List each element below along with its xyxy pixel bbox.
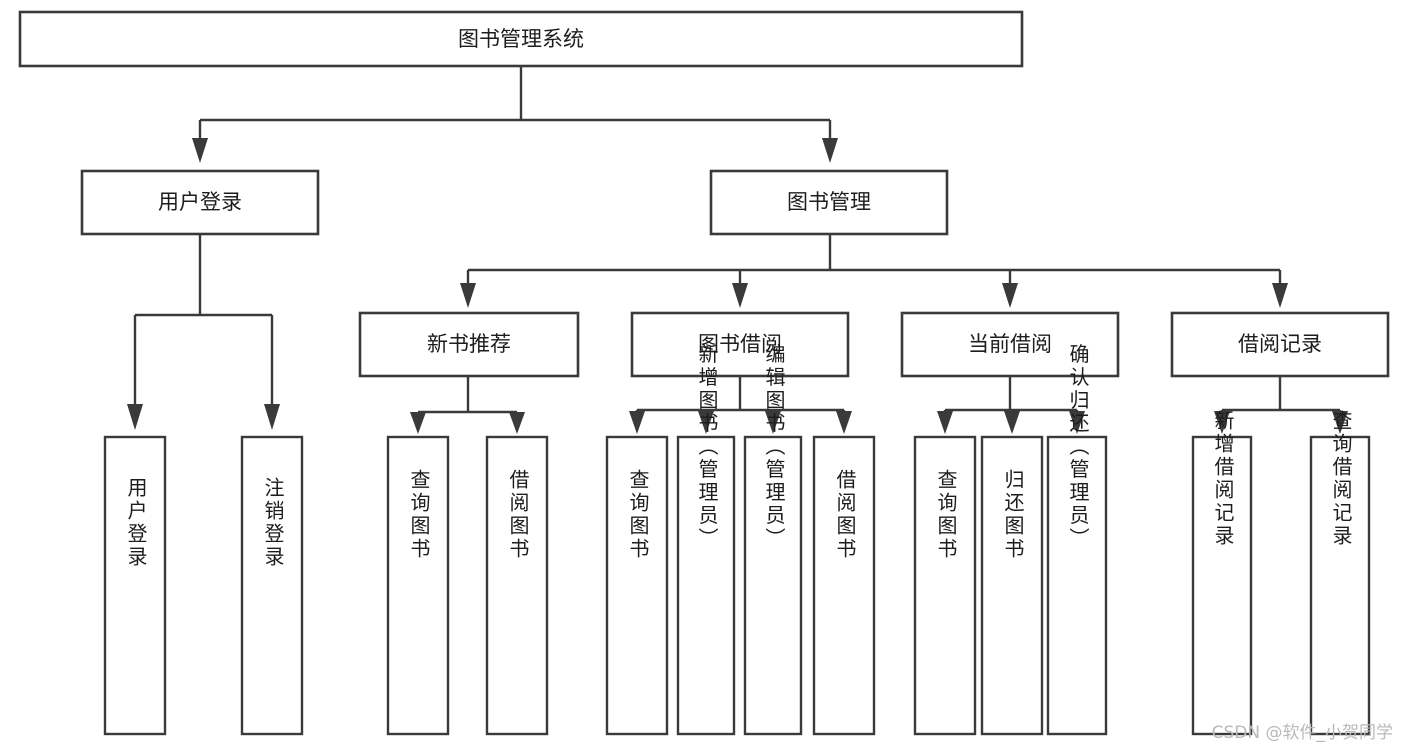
node-leaf-cur-confirm-return-label: 确认归还（管理员） [1066, 343, 1090, 550]
node-leaf-rec-add-box[interactable] [1191, 435, 1253, 736]
arrow-head-borrowrecord [1272, 283, 1288, 308]
arrow-head-leaf-cur-confirm [1069, 411, 1085, 434]
arrow-head-leaf-new-borrow [509, 412, 525, 434]
node-leaf-new-query-book-label: 查询图书 [407, 469, 431, 561]
node-leaf-rec-add-label: 新增借阅记录 [1211, 410, 1235, 548]
node-leaf-new-query-book-box[interactable] [386, 435, 450, 736]
node-leaf-br-edit-book-label: 编辑图书（管理员） [762, 343, 786, 550]
node-root[interactable]: 图书管理系统 [18, 10, 1024, 68]
node-borrow-record-label: 借阅记录 [1238, 332, 1322, 356]
node-book-borrow-label: 图书借阅 [698, 332, 782, 356]
arrow-head-leaf-new-query [410, 412, 426, 434]
arrow-head-bookborrow [732, 283, 748, 308]
node-book-mgmt-box[interactable] [709, 169, 949, 236]
node-leaf-new-borrow-book[interactable]: 借阅图书 [485, 435, 549, 736]
node-leaf-new-borrow-book-box[interactable] [485, 435, 549, 736]
node-new-book-recommend[interactable]: 新书推荐 [358, 311, 580, 378]
node-root-label: 图书管理系统 [458, 27, 584, 51]
node-leaf-rec-query[interactable]: 查询借阅记录 [1309, 410, 1371, 736]
arrow-head-currentborrow [1002, 283, 1018, 308]
node-new-book-recommend-box[interactable] [358, 311, 580, 378]
node-book-borrow-box[interactable] [630, 311, 850, 378]
node-leaf-cur-query-book[interactable]: 查询图书 [913, 435, 977, 736]
arrow-head-leaf-cur-return [1004, 411, 1020, 434]
node-user-login[interactable]: 用户登录 [80, 169, 320, 236]
node-leaf-cur-confirm-return-box[interactable] [1046, 435, 1108, 736]
node-current-borrow[interactable]: 当前借阅 [900, 311, 1120, 378]
arrow-head-leaf-rec-query [1332, 411, 1348, 434]
node-leaf-cur-confirm-return[interactable]: 确认归还（管理员） [1046, 343, 1108, 736]
node-leaf-br-add-book-label: 新增图书（管理员） [695, 343, 719, 550]
node-leaf-br-add-book[interactable]: 新增图书（管理员） [676, 343, 736, 736]
node-leaf-rec-query-box[interactable] [1309, 435, 1371, 736]
node-borrow-record[interactable]: 借阅记录 [1170, 311, 1390, 378]
arrow-head-leaf-br-query [629, 411, 645, 434]
arrow-head-leaf-user-login [127, 404, 143, 430]
node-leaf-br-query-book-label: 查询图书 [626, 469, 650, 561]
node-leaf-user-logout-label: 注销登录 [261, 477, 285, 569]
arrow-head-leaf-br-edit [765, 411, 781, 434]
node-leaf-new-query-book[interactable]: 查询图书 [386, 435, 450, 736]
node-leaf-rec-query-label: 查询借阅记录 [1329, 410, 1353, 548]
node-leaf-user-login[interactable]: 用户登录 [103, 435, 167, 736]
node-leaf-cur-return-book-box[interactable] [980, 435, 1044, 736]
arrow-head-leaf-br-add [698, 411, 714, 434]
connector-layer [127, 66, 1348, 434]
arrow-head-user-login [192, 138, 208, 163]
node-book-mgmt[interactable]: 图书管理 [709, 169, 949, 236]
node-leaf-user-login-label: 用户登录 [124, 477, 148, 569]
node-leaf-br-query-book[interactable]: 查询图书 [605, 435, 669, 736]
arrow-head-leaf-user-logout [264, 404, 280, 430]
node-book-mgmt-label: 图书管理 [787, 190, 871, 214]
node-leaf-user-logout[interactable]: 注销登录 [240, 435, 304, 736]
node-leaf-br-edit-book-box[interactable] [743, 435, 803, 736]
node-leaf-br-add-book-box[interactable] [676, 435, 736, 736]
node-leaf-cur-return-book-label: 归还图书 [1001, 469, 1025, 561]
node-root-box[interactable] [18, 10, 1024, 68]
node-leaf-new-borrow-book-label: 借阅图书 [506, 469, 530, 561]
node-user-login-label: 用户登录 [158, 190, 242, 214]
node-leaf-br-lend-book-label: 借阅图书 [833, 469, 857, 561]
node-leaf-br-lend-book-box[interactable] [812, 435, 876, 736]
arrow-head-newbook [460, 283, 476, 308]
node-leaf-cur-query-book-label: 查询图书 [934, 469, 958, 561]
node-leaf-user-logout-box[interactable] [240, 435, 304, 736]
node-book-borrow[interactable]: 图书借阅 [630, 311, 850, 378]
arrow-head-leaf-cur-query [937, 411, 953, 434]
node-current-borrow-box[interactable] [900, 311, 1120, 378]
node-leaf-cur-query-book-box[interactable] [913, 435, 977, 736]
node-user-login-box[interactable] [80, 169, 320, 236]
arrow-head-book-mgmt [822, 138, 838, 163]
node-leaf-br-query-book-box[interactable] [605, 435, 669, 736]
node-leaf-user-login-box[interactable] [103, 435, 167, 736]
arrow-head-leaf-rec-add [1214, 411, 1230, 434]
node-leaf-cur-return-book[interactable]: 归还图书 [980, 435, 1044, 736]
node-new-book-recommend-label: 新书推荐 [427, 332, 511, 356]
node-leaf-br-lend-book[interactable]: 借阅图书 [812, 435, 876, 736]
node-layer: 图书管理系统 用户登录 图书管理 新书推荐 图书借阅 当前 [18, 10, 1390, 736]
csdn-watermark: CSDN @软件_小贺同学 [1211, 723, 1393, 743]
arrow-head-leaf-br-lend [836, 411, 852, 434]
node-leaf-br-edit-book[interactable]: 编辑图书（管理员） [743, 343, 803, 736]
node-borrow-record-box[interactable] [1170, 311, 1390, 378]
node-current-borrow-label: 当前借阅 [968, 332, 1052, 356]
node-leaf-rec-add[interactable]: 新增借阅记录 [1191, 410, 1253, 736]
